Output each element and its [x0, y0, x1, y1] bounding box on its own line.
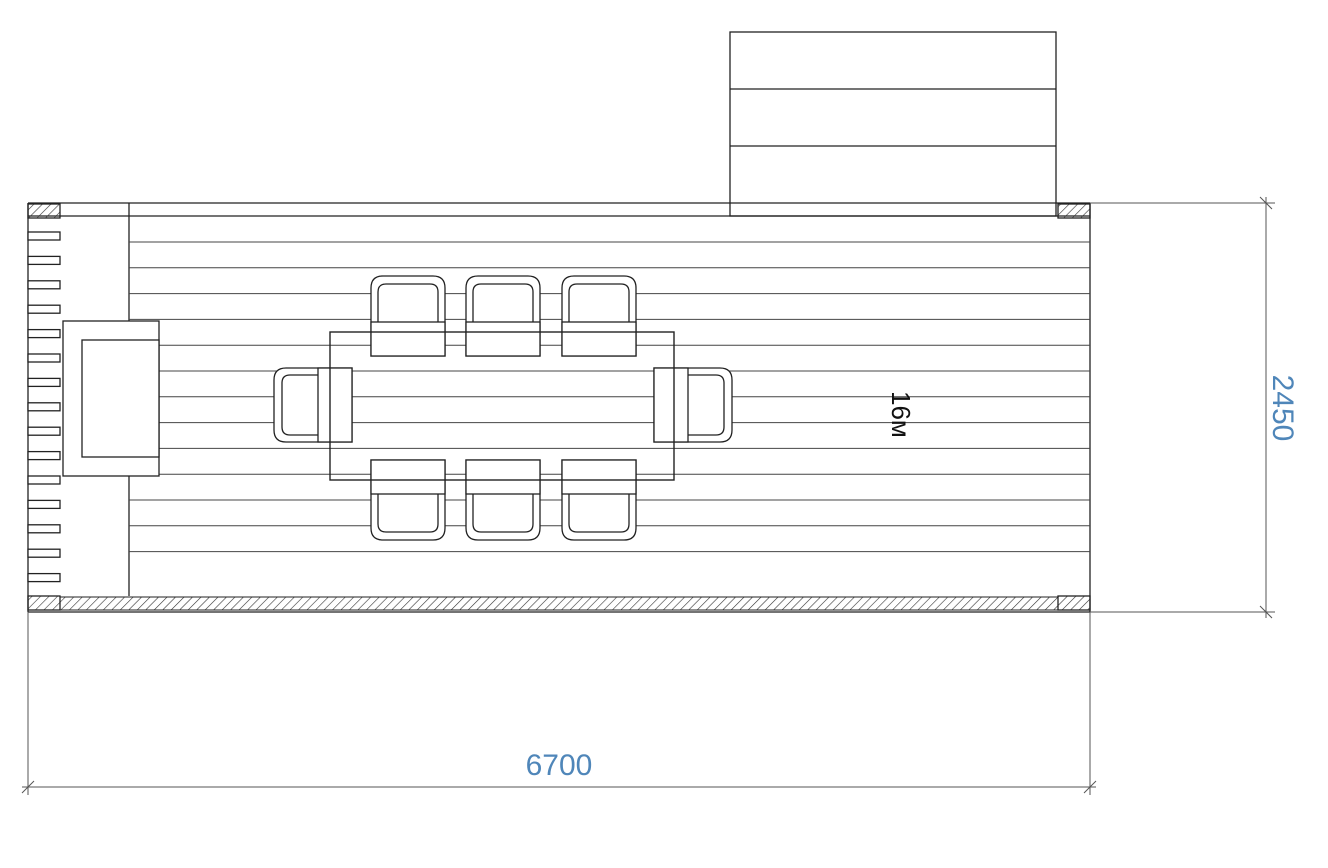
baluster — [27, 377, 61, 388]
baluster — [27, 280, 61, 290]
post-top-left — [27, 203, 61, 219]
baluster — [27, 499, 61, 510]
baluster — [27, 255, 61, 266]
width-dimension: 6700 — [21, 612, 1097, 795]
baluster — [27, 353, 61, 363]
baluster — [27, 231, 61, 241]
railing-balusters — [27, 231, 61, 583]
baluster — [27, 402, 61, 412]
baluster — [27, 450, 61, 461]
chair-icon — [370, 459, 446, 541]
baluster — [27, 475, 61, 485]
steps-icon — [729, 31, 1057, 217]
chair-icon — [370, 275, 446, 357]
corner-posts — [27, 203, 1091, 611]
baluster — [27, 524, 61, 534]
chair-icon — [561, 275, 637, 357]
chair-icon — [653, 367, 733, 443]
chair-icon — [465, 275, 541, 357]
post-bottom-left — [27, 595, 61, 611]
depth-label: 2450 — [1266, 375, 1299, 442]
width-label: 6700 — [526, 749, 593, 782]
bottom-beam — [59, 596, 1059, 611]
area-label: 16м — [886, 391, 916, 438]
post-bottom-right — [1057, 595, 1091, 611]
chair-icon — [273, 367, 353, 443]
baluster — [27, 328, 61, 339]
baluster — [27, 426, 61, 436]
dining-table-icon — [329, 331, 675, 481]
baluster — [27, 548, 61, 558]
baluster — [27, 304, 61, 314]
terrace-outline — [27, 202, 1091, 613]
post-top-right — [1057, 203, 1091, 219]
chair-icon — [561, 459, 637, 541]
depth-dimension: 2450 — [1090, 196, 1299, 619]
chair-icon — [465, 459, 541, 541]
sofa-icon — [62, 320, 160, 477]
baluster — [27, 572, 61, 583]
